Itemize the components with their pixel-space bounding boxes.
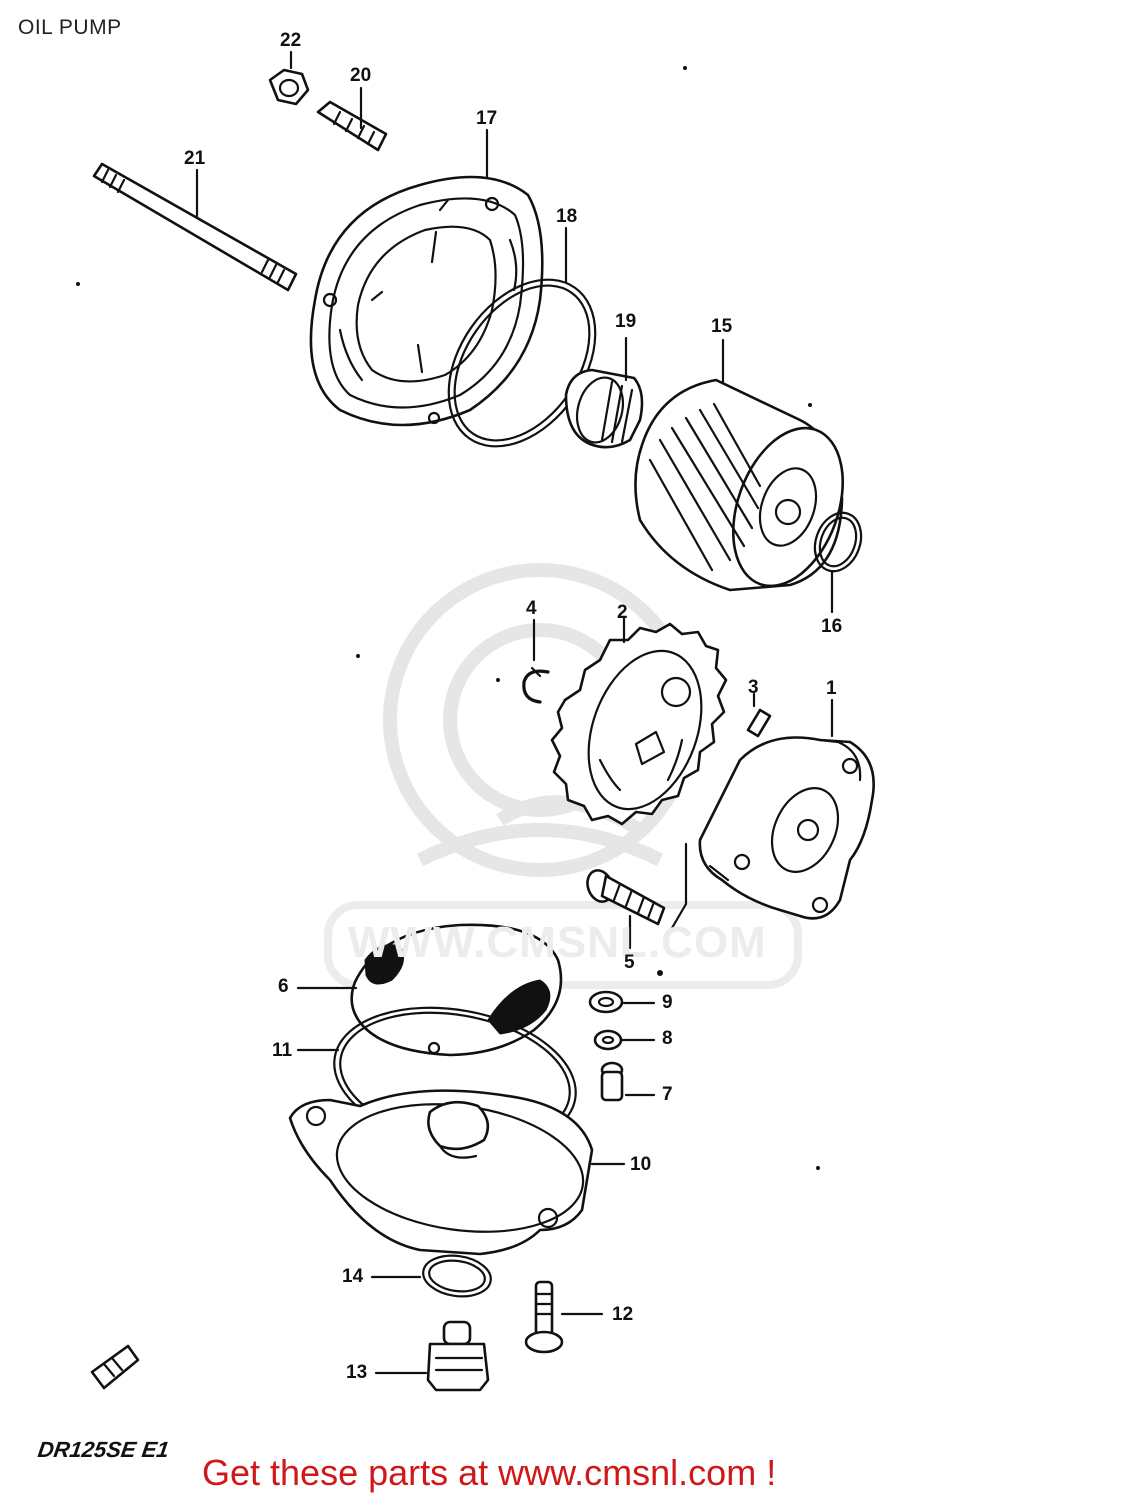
part-12-bolt [524, 1280, 604, 1354]
part-17-filter-cover [309, 128, 544, 427]
part-21-long-stud [92, 162, 298, 292]
front-direction-arrow-icon [90, 1344, 140, 1390]
callout-10: 10 [630, 1154, 652, 1175]
callout-13: 13 [346, 1362, 368, 1383]
callout-15: 15 [711, 316, 733, 337]
callout-1: 1 [826, 678, 837, 699]
part-5-screw [586, 842, 688, 950]
callout-8: 8 [662, 1028, 673, 1049]
callout-20: 20 [350, 65, 372, 86]
part-8-lock-washer [593, 1029, 656, 1051]
callout-3: 3 [748, 677, 759, 698]
part-19-spring [564, 336, 644, 449]
callout-4: 4 [526, 598, 537, 619]
callout-17: 17 [476, 108, 498, 129]
part-20-stud [316, 86, 388, 152]
callout-5: 5 [624, 952, 635, 973]
part-4-circlip [522, 618, 550, 704]
callout-16: 16 [821, 616, 843, 637]
callout-19: 19 [615, 311, 637, 332]
callout-21: 21 [184, 148, 206, 169]
part-9-washer [588, 990, 656, 1014]
part-2-oil-pump-gear [550, 616, 728, 826]
part-22-nut [268, 50, 310, 106]
callout-12: 12 [612, 1304, 634, 1325]
callout-7: 7 [662, 1084, 673, 1105]
callout-11: 11 [272, 1040, 293, 1061]
callout-2: 2 [617, 602, 628, 623]
part-10-pump-cover [288, 1089, 626, 1256]
part-1-oil-pump-body [698, 698, 875, 920]
page-title: OIL PUMP [18, 16, 122, 39]
model-code: DR125SE E1 [36, 1437, 171, 1462]
callout-14: 14 [342, 1266, 364, 1287]
callout-18: 18 [556, 206, 578, 227]
callout-9: 9 [662, 992, 673, 1013]
part-15-oil-filter [634, 338, 845, 592]
part-13-drain-plug [374, 1320, 490, 1392]
callout-22: 22 [280, 30, 302, 51]
callout-6: 6 [278, 976, 289, 997]
part-7-screw [600, 1061, 656, 1102]
promo-link[interactable]: Get these parts at www.cmsnl.com ! [202, 1452, 777, 1493]
part-14-o-ring [370, 1254, 492, 1298]
part-16-o-ring [813, 511, 863, 614]
part-3-pin [746, 692, 772, 738]
watermark-text: WWW.CMSNL.COM [348, 918, 767, 967]
